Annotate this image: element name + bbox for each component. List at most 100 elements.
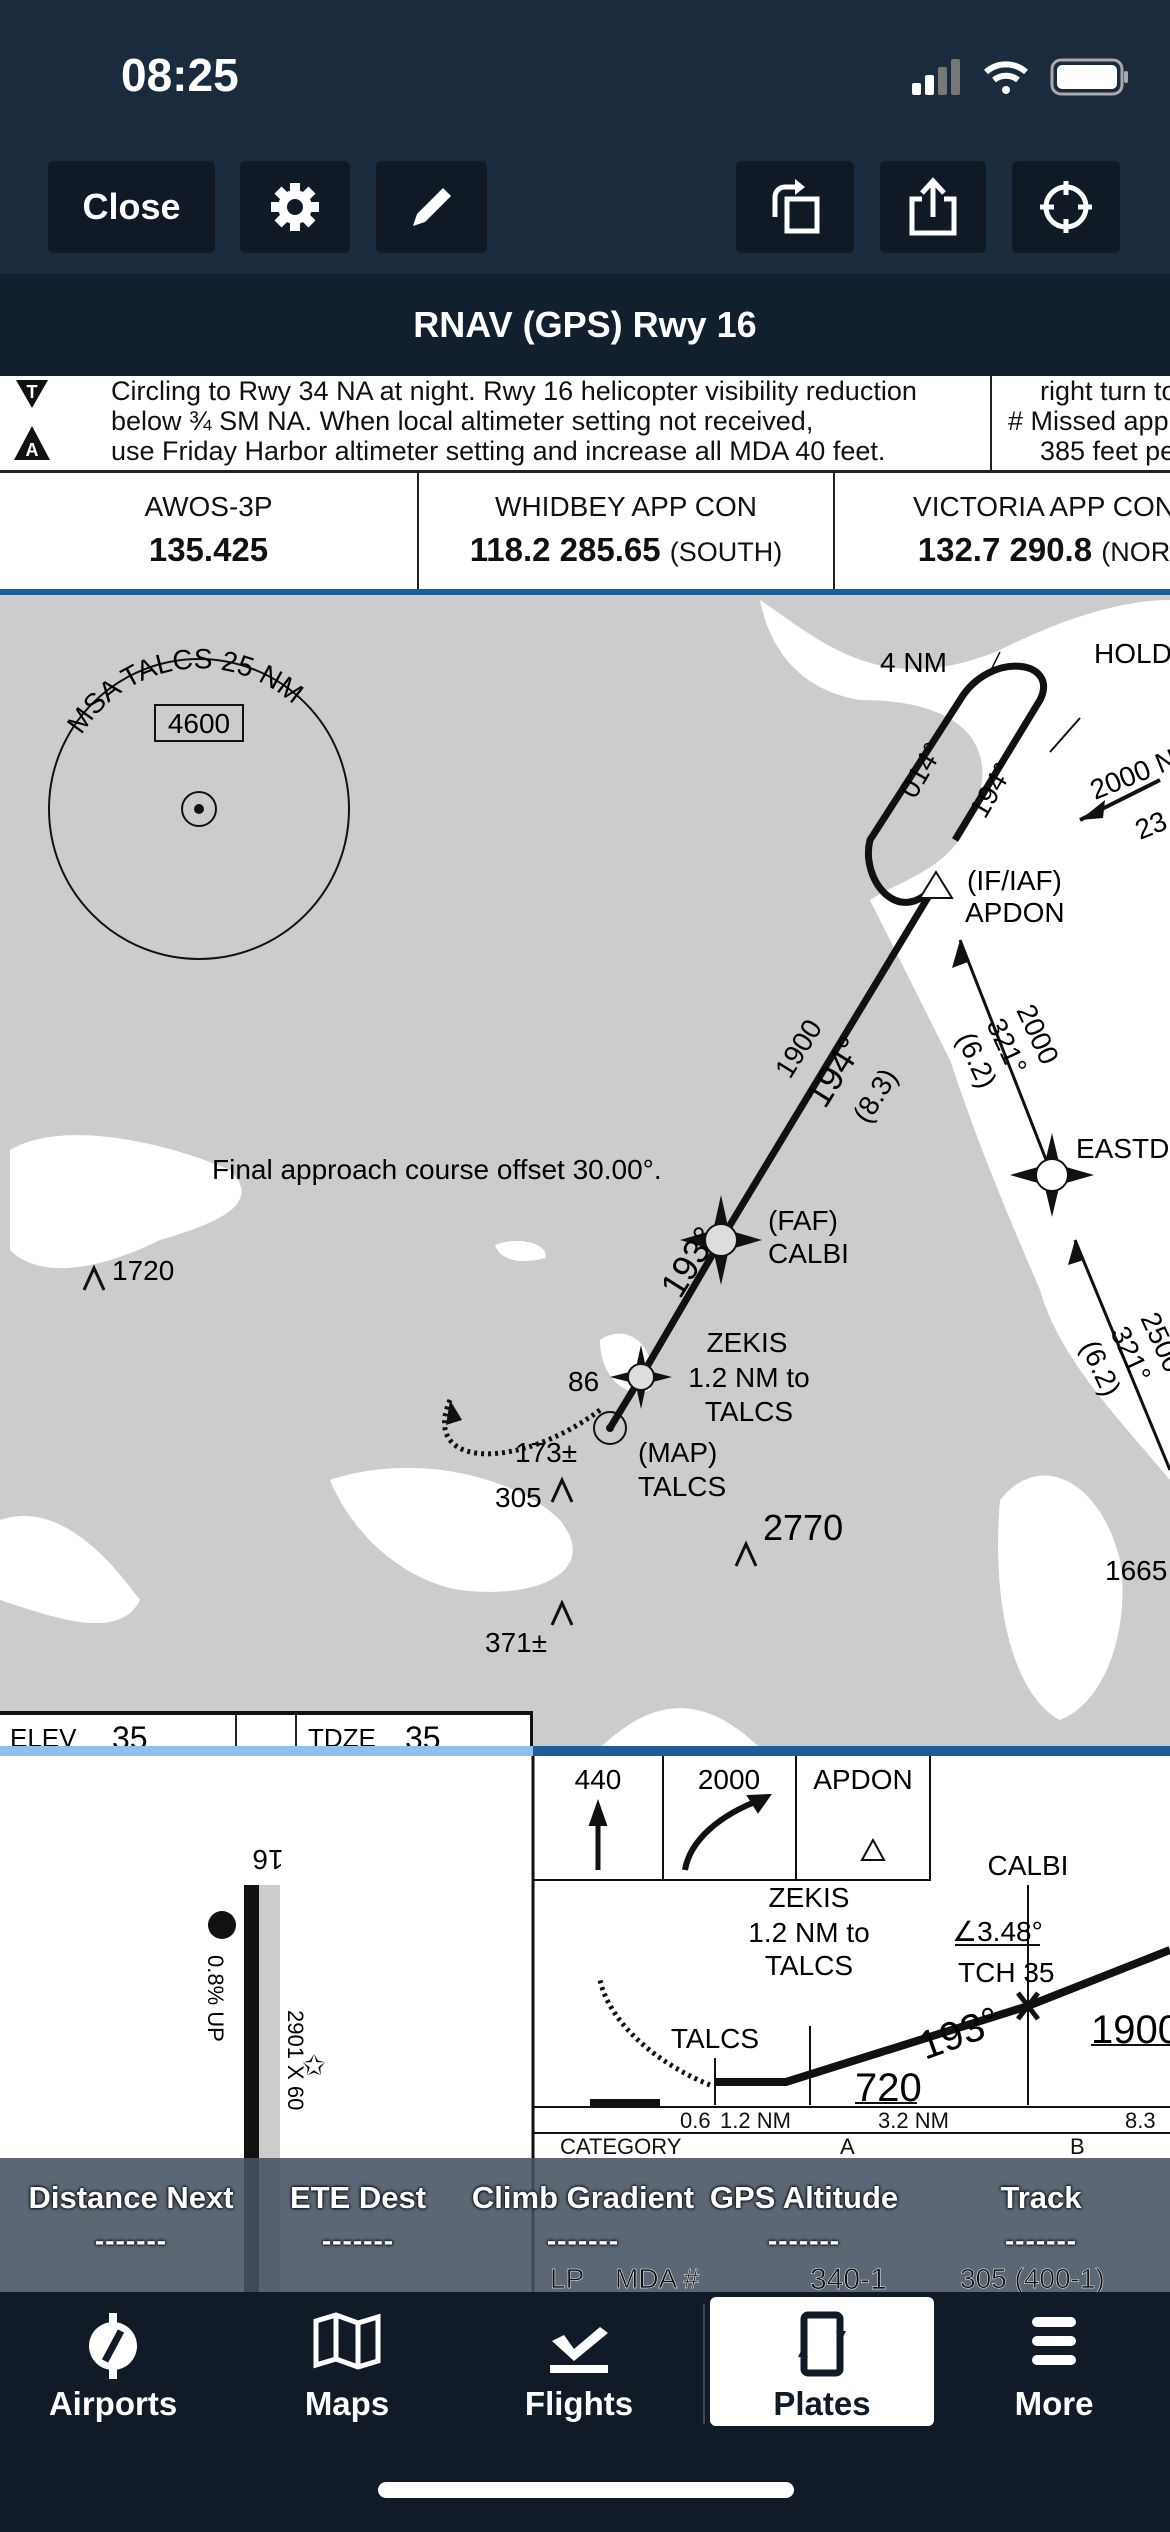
tab-bar: Airports Maps Flights Plates More — [0, 2292, 1170, 2532]
svg-text:∠3.48°: ∠3.48° — [952, 1916, 1043, 1947]
plates-icon — [798, 2311, 846, 2377]
svg-text:APDON: APDON — [965, 897, 1065, 928]
locate-button[interactable] — [1012, 161, 1120, 253]
overlay-ete-dest[interactable]: ETE Dest------- — [289, 2180, 427, 2256]
svg-text:CALBI: CALBI — [768, 1238, 849, 1269]
svg-text:TALCS: TALCS — [638, 1471, 726, 1502]
procedure-tracks — [442, 651, 1170, 1471]
settings-button[interactable] — [240, 161, 350, 253]
overlay-track[interactable]: Track------- — [1000, 2180, 1082, 2256]
fix-calbi-icon — [680, 1195, 762, 1285]
divider — [0, 589, 1170, 595]
overlay-distance-next[interactable]: Distance Next------- — [28, 2180, 234, 2256]
svg-text:TCH 35: TCH 35 — [958, 1957, 1054, 1988]
signal-icon — [912, 59, 960, 95]
arrows — [446, 800, 1105, 1425]
chart-notes: T A Circling to Rwy 34 NA at night. Rwy … — [0, 376, 1170, 473]
annotate-button[interactable] — [376, 161, 487, 253]
svg-text:ZEKIS: ZEKIS — [769, 1882, 850, 1913]
airport-icon — [89, 2313, 137, 2379]
missed-approach-icons — [533, 1756, 931, 1881]
plate-title: RNAV (GPS) Rwy 16 — [0, 274, 1170, 376]
map-icon — [313, 2312, 381, 2370]
svg-text:B: B — [1070, 2134, 1085, 2159]
distance-row — [533, 2099, 1170, 2134]
gear-icon — [271, 183, 319, 231]
dist-2: 3.2 NM — [878, 2108, 949, 2133]
svg-text:CALBI: CALBI — [988, 1850, 1069, 1881]
rotate-icon — [772, 179, 820, 234]
fix-eastd-icon — [1010, 1133, 1094, 1217]
crosshair-icon — [1040, 181, 1092, 233]
note-line: # Missed app — [1008, 406, 1169, 436]
data-overlay: Distance Next------- ETE Dest------- Cli… — [0, 2158, 1170, 2292]
overlay-gps-altitude[interactable]: GPS Altitude------- — [709, 2180, 899, 2256]
tab-airports[interactable]: Airports — [1, 2297, 225, 2426]
svg-text:ZEKIS: ZEKIS — [707, 1327, 788, 1358]
tab-maps[interactable]: Maps — [235, 2297, 459, 2426]
svg-text:EASTD: EASTD — [1076, 1133, 1169, 1164]
plane-icon — [550, 2327, 608, 2373]
note-line: right turn to — [1040, 376, 1170, 406]
svg-text:305: 305 — [495, 1482, 542, 1513]
plan-view-map[interactable]: MSA TALCS 25 NM 4600 Final approach cour… — [0, 595, 1170, 1748]
top-bar: 08:25 Close — [0, 0, 1170, 274]
battery-icon — [1050, 58, 1128, 96]
offset-note: Final approach course offset 30.00°. — [212, 1154, 662, 1185]
note-line: 385 feet pe — [1040, 436, 1170, 466]
svg-text:(MAP): (MAP) — [638, 1437, 717, 1468]
obstacle-icons — [82, 1264, 758, 1626]
svg-text:(FAF): (FAF) — [768, 1205, 838, 1236]
svg-text:APDON: APDON — [813, 1764, 913, 1795]
divider — [0, 1746, 1170, 1756]
dist-1: 1.2 NM — [720, 2108, 791, 2133]
svg-text:1720: 1720 — [112, 1255, 174, 1286]
close-button[interactable]: Close — [48, 161, 215, 253]
note-line: below ¾ SM NA. When local altimeter sett… — [111, 406, 814, 436]
apdon-triangle-icon — [918, 870, 954, 899]
pencil-icon — [412, 188, 451, 226]
map-waypoint-icon — [593, 1411, 627, 1445]
note-line: use Friday Harbor altimeter setting and … — [111, 436, 886, 466]
svg-text:86: 86 — [568, 1366, 599, 1397]
land-areas — [0, 600, 1170, 1748]
beacon-icon: ✩ — [302, 2050, 325, 2081]
rotate-button[interactable] — [736, 161, 854, 253]
share-icon — [909, 177, 957, 236]
status-icons — [912, 58, 1130, 96]
wifi-icon — [984, 61, 1028, 94]
svg-text:TALCS: TALCS — [705, 1396, 793, 1427]
svg-text:0.8% UP: 0.8% UP — [203, 1955, 228, 2042]
svg-text:2770: 2770 — [763, 1507, 843, 1548]
home-indicator[interactable] — [378, 2482, 794, 2498]
svg-text:4 NM: 4 NM — [880, 647, 947, 678]
dist-3: 8.3 — [1125, 2108, 1156, 2133]
svg-text:440: 440 — [575, 1764, 622, 1795]
notes-symbols: T A — [14, 380, 50, 460]
share-button[interactable] — [880, 161, 986, 253]
svg-text:HOLD: HOLD — [1094, 638, 1170, 669]
svg-text:371±: 371± — [485, 1627, 547, 1658]
msa-altitude: 4600 — [168, 708, 230, 739]
svg-text:TALCS: TALCS — [765, 1950, 853, 1981]
svg-text:(IF/IAF): (IF/IAF) — [967, 865, 1062, 896]
tab-flights[interactable]: Flights — [467, 2297, 691, 2426]
svg-text:16: 16 — [252, 1844, 283, 1875]
svg-text:720: 720 — [855, 2066, 922, 2110]
svg-text:1.2 NM to: 1.2 NM to — [688, 1362, 809, 1393]
overlay-climb-gradient[interactable]: Climb Gradient------- — [471, 2180, 695, 2256]
tab-more[interactable]: More — [942, 2297, 1166, 2426]
svg-text:T: T — [27, 382, 38, 402]
svg-text:2000: 2000 — [698, 1764, 760, 1795]
minimums-category: CATEGORY — [560, 2134, 682, 2159]
svg-text:173±: 173± — [515, 1437, 577, 1468]
menu-icon — [1032, 2317, 1076, 2365]
svg-text:A: A — [26, 440, 39, 460]
tab-plates[interactable]: Plates — [710, 2297, 934, 2426]
svg-text:TALCS: TALCS — [671, 2023, 759, 2054]
svg-text:1665: 1665 — [1105, 1555, 1167, 1586]
